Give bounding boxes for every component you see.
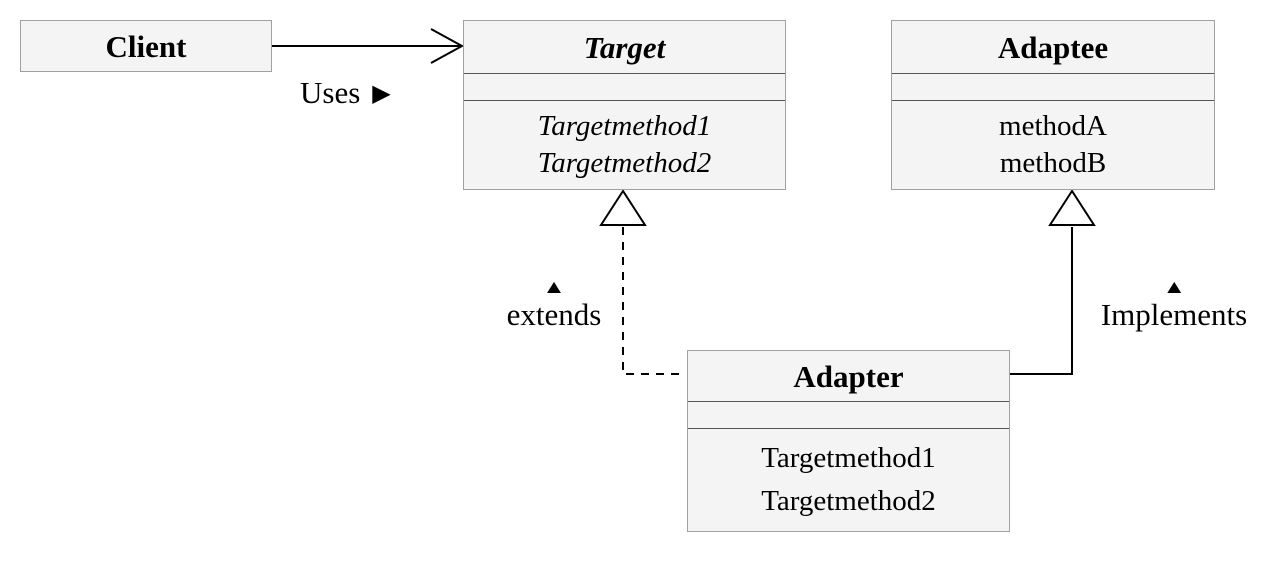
class-name-adaptee: Adaptee [997, 29, 1109, 65]
implements-hollow-triangle-icon [1048, 189, 1096, 226]
class-box-target: Target Targetmethod1 Targetmethod2 [463, 20, 786, 190]
up-triangle-icon: ▲ [542, 277, 566, 298]
methods-compartment-adapter: Targetmethod1 Targetmethod2 [688, 429, 1009, 531]
attributes-compartment-target [464, 73, 785, 101]
class-box-adaptee: Adaptee methodA methodB [891, 20, 1215, 190]
methods-compartment-target: Targetmethod1 Targetmethod2 [464, 101, 785, 189]
attributes-compartment-adaptee [892, 73, 1214, 101]
uses-label: Uses ▶ [300, 75, 391, 110]
class-box-adapter: Adapter Targetmethod1 Targetmethod2 [687, 350, 1010, 532]
extends-label-text: extends [506, 297, 602, 332]
method-label: Targetmethod1 [537, 109, 712, 142]
method-label: methodB [999, 147, 1107, 180]
method-label: Targetmethod1 [761, 442, 936, 475]
implements-label-text: Implements [1100, 297, 1248, 332]
method-label: Targetmethod2 [761, 484, 936, 517]
class-name-adapter: Adapter [793, 358, 904, 394]
extends-label: ▲ extends [507, 278, 602, 332]
class-name-client: Client [105, 28, 187, 64]
extends-hollow-triangle-icon [599, 189, 647, 226]
uses-open-arrowhead-icon [430, 28, 465, 64]
implements-generalization-line [1010, 227, 1073, 375]
uses-label-text: Uses [300, 75, 361, 110]
methods-compartment-adaptee: methodA methodB [892, 101, 1214, 189]
up-triangle-icon: ▲ [1162, 277, 1186, 298]
method-label: Targetmethod2 [537, 147, 712, 180]
extends-generalization-line [622, 227, 686, 375]
class-box-client: Client [20, 20, 272, 72]
class-name-target: Target [583, 29, 666, 65]
right-triangle-icon: ▶ [372, 81, 391, 108]
implements-label: ▲ Implements [1101, 278, 1247, 332]
attributes-compartment-adapter [688, 401, 1009, 429]
method-label: methodA [999, 109, 1107, 142]
